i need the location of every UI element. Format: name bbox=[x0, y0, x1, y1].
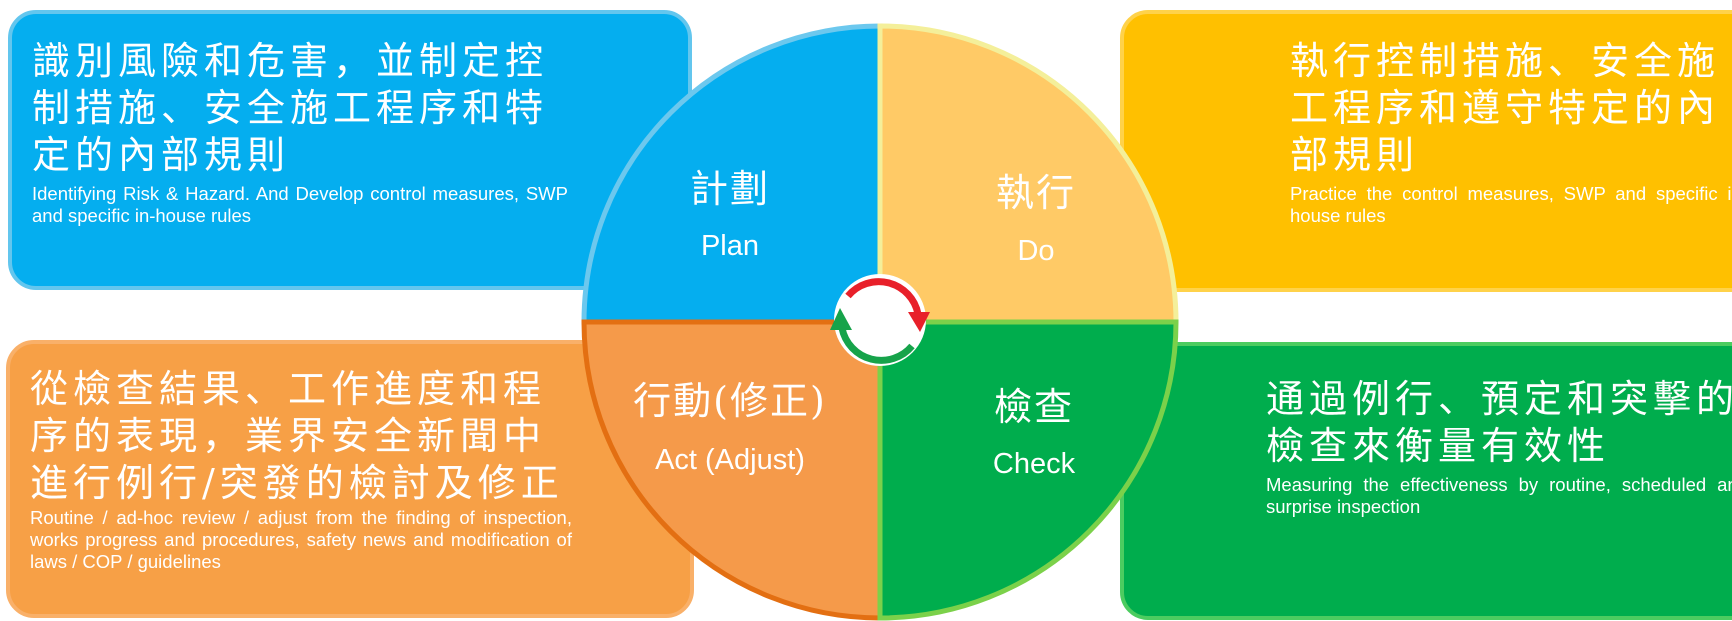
check-label-en: Check bbox=[993, 448, 1076, 480]
plan-label-en: Plan bbox=[701, 230, 759, 262]
do-description-zh: 執行控制措施、安全施工程序和遵守特定的內部規則 bbox=[1290, 39, 1721, 177]
do-label-en: Do bbox=[1017, 235, 1054, 267]
act-label-en: Act (Adjust) bbox=[655, 444, 805, 476]
plan-label-zh: 計劃 bbox=[690, 167, 770, 211]
act-label-zh: 行動(修正) bbox=[633, 379, 827, 423]
act-description-box: 從檢查結果、工作進度和程序的表現，業界安全新聞中進行例行/突發的檢討及修正 Ro… bbox=[6, 340, 694, 618]
check-quadrant bbox=[877, 319, 1179, 621]
plan-description-en: Identifying Risk & Hazard. And Develop c… bbox=[32, 183, 568, 226]
do-description-box: 執行控制措施、安全施工程序和遵守特定的內部規則 Practice the con… bbox=[1120, 10, 1732, 292]
plan-description-zh: 識別風險和危害，並制定控制措施、安全施工程序和特定的內部規則 bbox=[32, 39, 549, 177]
plan-description-box: 識別風險和危害，並制定控制措施、安全施工程序和特定的內部規則 Identifyi… bbox=[8, 10, 692, 290]
check-description-box: 通過例行、預定和突擊的檢查來衡量有效性 Measuring the effect… bbox=[1120, 342, 1732, 620]
check-description-zh: 通過例行、預定和突擊的檢查來衡量有效性 bbox=[1266, 377, 1732, 468]
do-label-zh: 執行 bbox=[996, 171, 1076, 215]
act-description-zh: 從檢查結果、工作進度和程序的表現，業界安全新聞中進行例行/突發的檢討及修正 bbox=[30, 367, 564, 505]
cycle-arrows-icon bbox=[830, 274, 930, 366]
act-description-en: Routine / ad-hoc review / adjust from th… bbox=[30, 507, 572, 572]
plan-quadrant bbox=[581, 23, 883, 325]
check-description-en: Measuring the effectiveness by routine, … bbox=[1266, 474, 1732, 517]
act-quadrant bbox=[581, 319, 883, 621]
do-quadrant bbox=[877, 23, 1179, 325]
do-description-en: Practice the control measures, SWP and s… bbox=[1290, 183, 1732, 226]
check-label-zh: 檢查 bbox=[994, 385, 1074, 429]
